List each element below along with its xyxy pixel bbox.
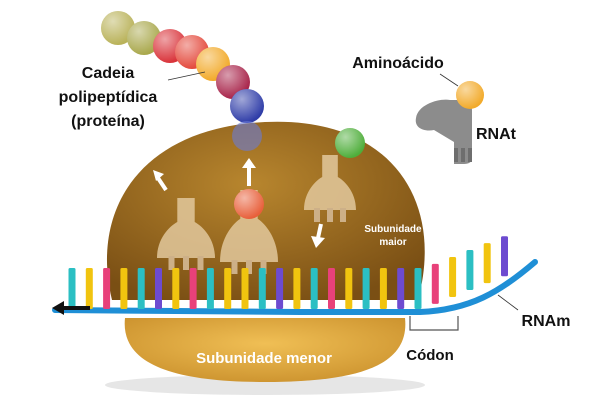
codon-bracket: [409, 316, 459, 331]
mrna-strand: [52, 236, 538, 315]
nucleotide: [137, 268, 145, 309]
arrow-up-icon: [153, 170, 168, 192]
nucleotide: [276, 268, 284, 309]
small-subunit: [124, 318, 406, 382]
nucleotide: [189, 268, 197, 309]
ground-shadow: [105, 375, 425, 395]
codon-label: Códon: [406, 347, 453, 364]
mrna-label: RNAm: [522, 313, 571, 330]
nucleotide: [362, 268, 370, 309]
polypeptide-chain: [101, 11, 264, 151]
nucleotide: [466, 250, 474, 291]
trna-a-site: [304, 155, 356, 222]
nucleotide: [206, 268, 214, 309]
chain-bead-inside: [232, 121, 262, 151]
nucleotide: [241, 268, 249, 309]
large-subunit-label-line1: Subunidade: [364, 224, 422, 235]
nucleotide: [310, 268, 318, 309]
aminoacid-label: Aminoácido: [352, 55, 444, 72]
nucleotide: [120, 268, 128, 309]
nucleotide: [172, 268, 180, 309]
nucleotide: [258, 268, 266, 309]
arrow-down-icon: [311, 223, 325, 248]
free-trna: [415, 81, 484, 164]
trna-label: RNAt: [476, 126, 517, 143]
trna-exit-site: [157, 198, 215, 270]
nucleotide: [328, 268, 335, 309]
nucleotide: [345, 268, 353, 309]
chain-label-line1: Cadeia: [82, 65, 135, 82]
mrna-backbone: [52, 259, 538, 315]
chain-leader-line: [167, 71, 206, 81]
arrow-left-icon: [52, 301, 90, 315]
chain-label-line3: (proteína): [71, 113, 145, 130]
nucleotide: [483, 243, 491, 284]
nucleotide: [397, 268, 405, 309]
nucleotide: [85, 268, 93, 309]
arrow-up-icon: [242, 158, 256, 186]
trna-body: [220, 190, 278, 262]
aminoacid-leader-line: [439, 73, 459, 87]
nucleotide: [501, 236, 508, 277]
chain-label-line2: polipeptídica: [59, 89, 158, 106]
trna-body: [157, 198, 215, 258]
nucleotide: [224, 268, 232, 309]
trna-p-site: [220, 190, 278, 274]
nucleotide: [414, 268, 422, 309]
large-subunit-label-line2: maior: [379, 237, 406, 248]
trna-body: [304, 155, 356, 210]
bound-trna-group: [157, 128, 365, 274]
nucleotide: [68, 268, 76, 309]
nucleotide: [379, 268, 387, 309]
mrna-leader-line: [497, 294, 519, 311]
nucleotide: [155, 268, 162, 309]
nucleotide: [449, 256, 457, 297]
nucleotide: [103, 268, 111, 309]
nucleotide: [293, 268, 301, 309]
trna-body: [415, 99, 472, 164]
small-subunit-label: Subunidade menor: [196, 350, 332, 367]
nucleotide: [431, 263, 439, 304]
